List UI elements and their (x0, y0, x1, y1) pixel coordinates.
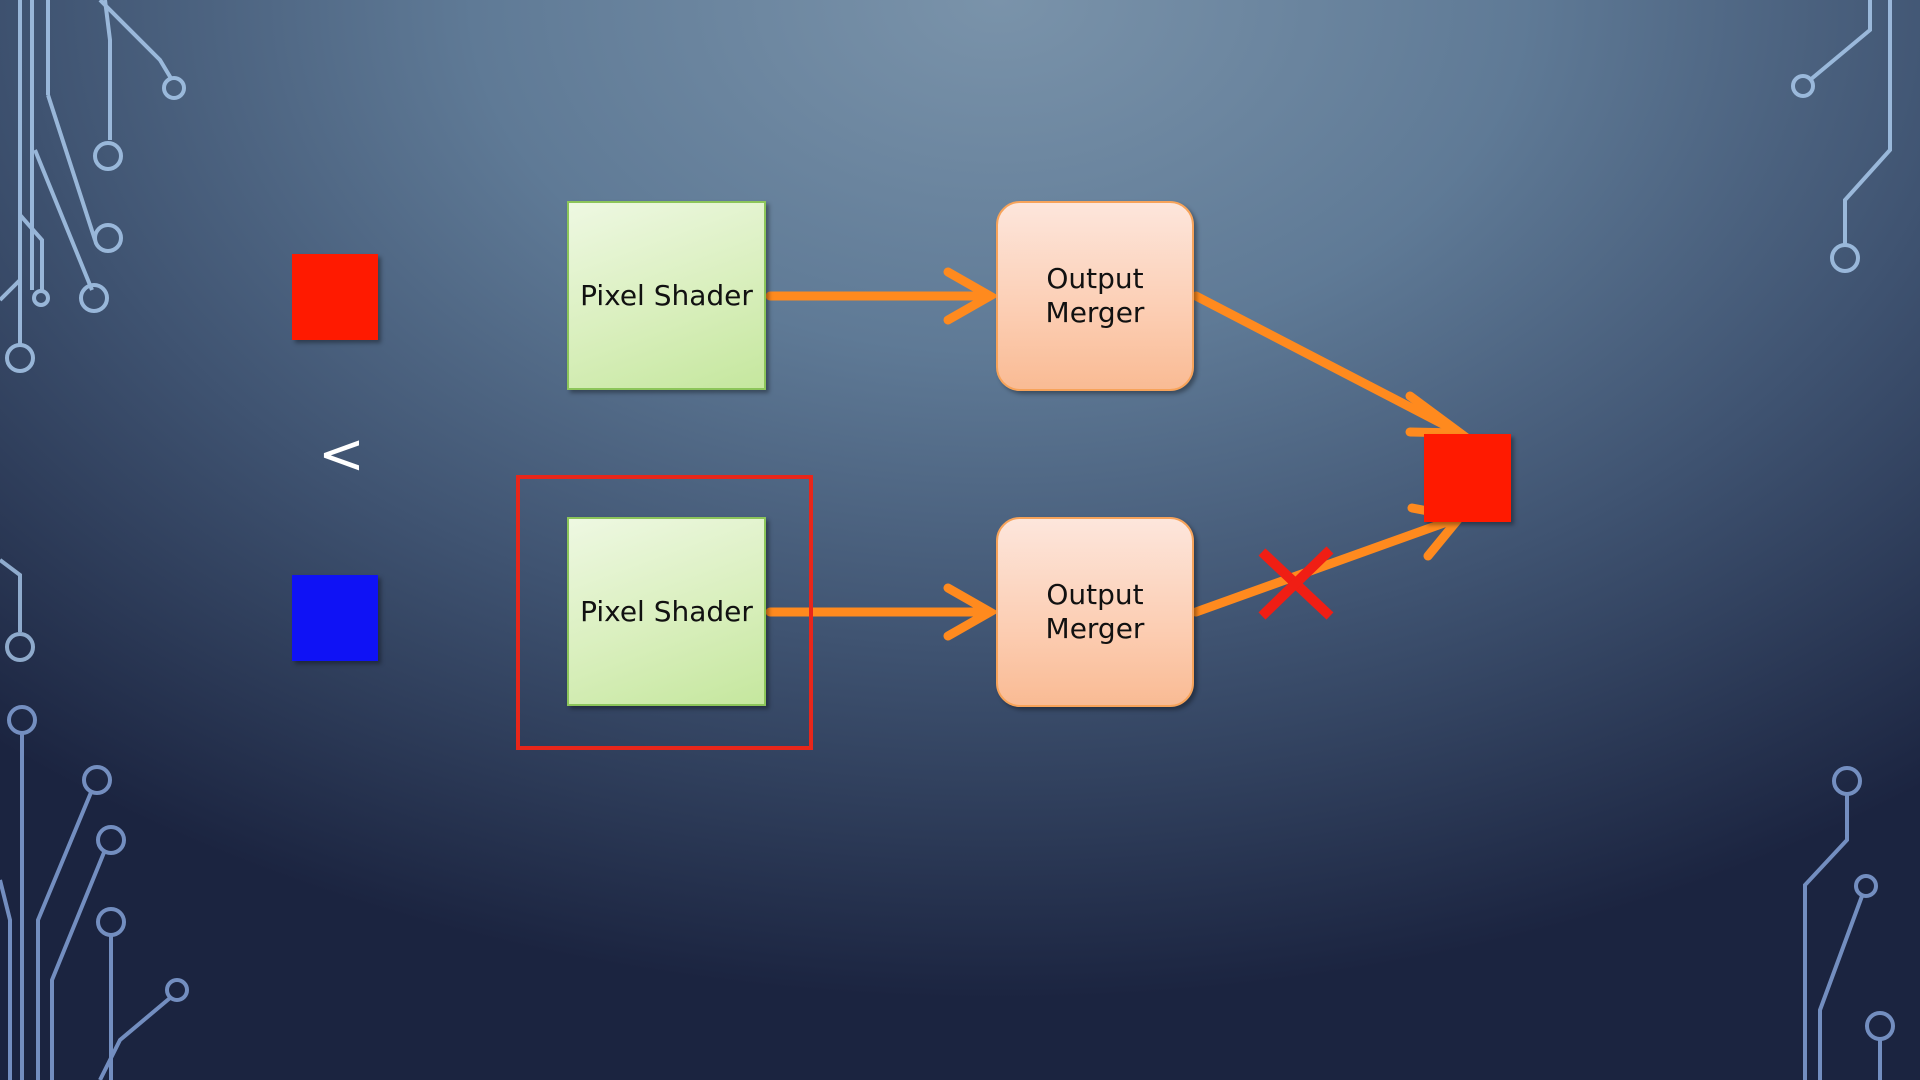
circuit-decoration-bottom-right (1803, 766, 1895, 1080)
pixel-shader-box-top: Pixel Shader (567, 201, 766, 390)
output-merger-label-top: Output Merger (1045, 262, 1145, 329)
output-merger-box-bottom: Output Merger (996, 517, 1194, 707)
pixel-shader-box-bottom: Pixel Shader (567, 517, 766, 706)
result-pixel-swatch (1424, 434, 1511, 522)
highlight-frame (516, 475, 813, 750)
circuit-decoration-top-left (0, 0, 186, 373)
arrow-top-ps-to-om (765, 267, 1000, 325)
circuit-decoration-bottom-left (0, 705, 189, 1080)
pixel-shader-label-top: Pixel Shader (580, 278, 753, 312)
red-pixel-swatch (292, 254, 378, 340)
circuit-decoration-mid-left (0, 558, 35, 662)
arrow-top-om-to-result (1191, 291, 1475, 438)
output-merger-box-top: Output Merger (996, 201, 1194, 391)
circuit-decoration-top-right (1791, 0, 1892, 273)
less-than-operator: < (318, 422, 365, 487)
blue-pixel-swatch (292, 575, 378, 661)
pixel-shader-label-bottom: Pixel Shader (580, 594, 753, 628)
arrow-bottom-om-to-result (1191, 503, 1469, 617)
arrow-bottom-ps-to-om (765, 583, 1000, 641)
output-merger-label-bottom: Output Merger (1045, 578, 1145, 645)
rejected-cross-icon (1258, 546, 1334, 620)
